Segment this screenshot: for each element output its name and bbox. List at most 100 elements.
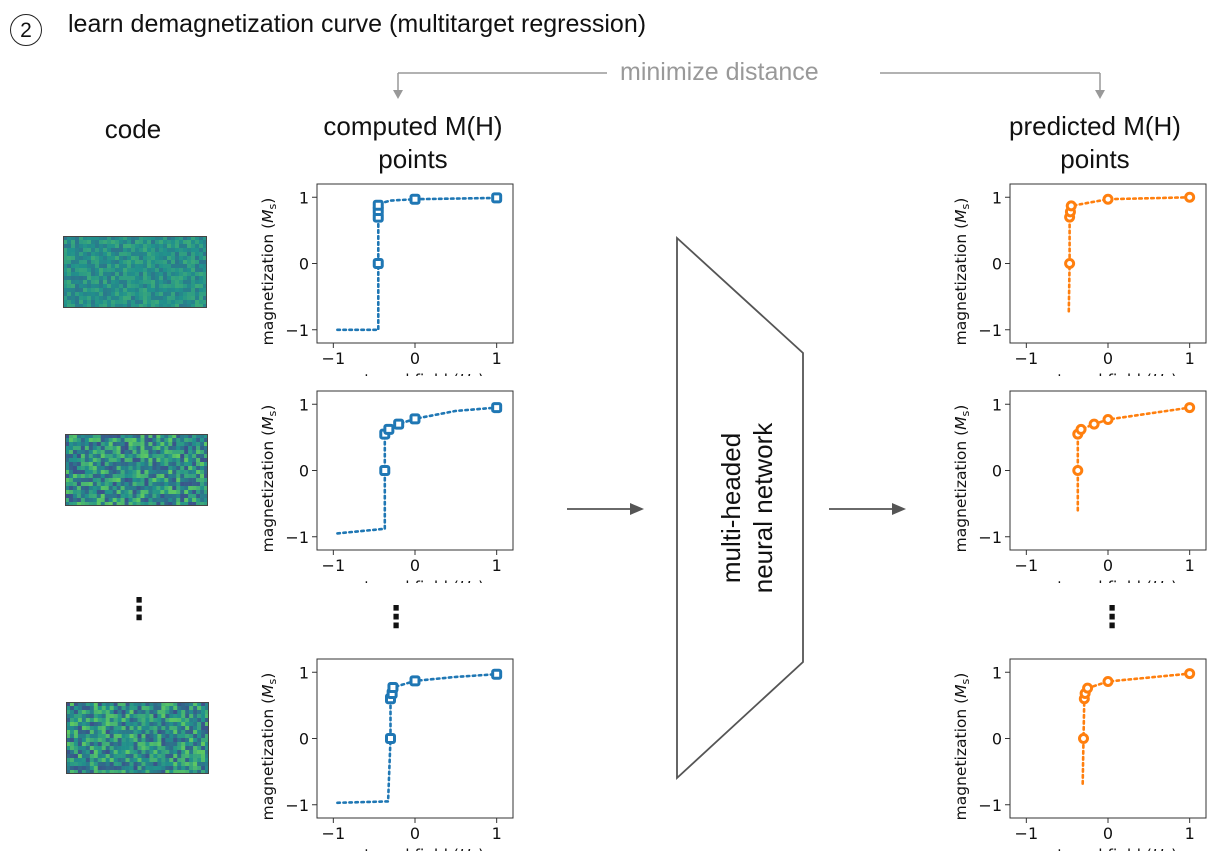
heatmap-cell xyxy=(173,702,178,707)
heatmap-cell xyxy=(141,742,146,747)
heatmap-cell xyxy=(140,486,145,491)
heatmap-cell xyxy=(131,268,136,273)
heatmap-cell xyxy=(111,240,116,245)
heatmap-cell xyxy=(125,734,130,739)
heatmap-cell xyxy=(168,470,173,475)
heatmap-cell xyxy=(147,252,152,257)
heatmap-cell xyxy=(131,252,136,257)
heatmap-cell xyxy=(123,300,128,305)
heatmap-cell xyxy=(129,758,134,763)
heatmap-cell xyxy=(93,722,99,727)
heatmap-cell xyxy=(81,730,87,735)
heatmap-cell xyxy=(125,710,130,715)
heatmap-cell xyxy=(75,268,80,273)
heatmap-cell xyxy=(77,714,83,719)
heatmap-cell xyxy=(105,738,110,743)
heatmap-cell xyxy=(133,742,138,747)
heatmap-cell xyxy=(101,730,107,735)
heatmap-cell xyxy=(128,450,133,455)
heatmap-cell xyxy=(167,292,172,297)
heatmap-cell xyxy=(201,710,206,715)
heatmap-cell xyxy=(91,304,96,308)
heatmap-cell xyxy=(196,498,201,503)
heatmap-cell xyxy=(99,288,104,293)
heatmap-cell xyxy=(196,462,201,467)
heatmap-cell xyxy=(71,292,76,297)
heatmap-cell xyxy=(104,502,109,506)
heatmap-cell xyxy=(131,288,136,293)
heatmap-cell xyxy=(125,714,130,719)
heatmap-cell xyxy=(195,264,200,269)
heatmap-cell xyxy=(128,454,133,459)
heatmap-cell xyxy=(128,458,133,463)
heatmap-cell xyxy=(95,256,100,261)
heatmap-cell xyxy=(132,434,137,439)
heatmap-cell xyxy=(205,770,209,774)
heatmap-cell xyxy=(111,300,116,305)
data-point xyxy=(1102,413,1114,425)
heatmap-cell xyxy=(123,248,128,253)
heatmap-cell xyxy=(193,706,198,711)
heatmap-cell xyxy=(76,446,82,451)
x-tick-label: −1 xyxy=(322,349,346,368)
heatmap-cell xyxy=(144,482,149,487)
heatmap-cell xyxy=(201,746,206,751)
x-axis-label: external field (HA) xyxy=(346,846,484,851)
heatmap-cell xyxy=(177,742,182,747)
heatmap-cell xyxy=(168,446,173,451)
heatmap-cell xyxy=(73,726,79,731)
heatmap-cell xyxy=(204,450,208,455)
heatmap-cell xyxy=(123,304,128,308)
heatmap-cell xyxy=(124,502,129,506)
heatmap-cell xyxy=(145,758,150,763)
heatmap-cell xyxy=(144,490,149,495)
heatmap-cell xyxy=(120,494,125,499)
heatmap-cell xyxy=(143,244,148,249)
heatmap-cell xyxy=(161,718,166,723)
y-tick-label: 0 xyxy=(992,730,1002,749)
heatmap-cell xyxy=(115,288,120,293)
heatmap-cell xyxy=(75,244,80,249)
heatmap-cell xyxy=(204,474,208,479)
x-tick-label: 1 xyxy=(492,824,502,843)
heatmap-cell xyxy=(171,284,176,289)
heatmap-cell xyxy=(119,256,124,261)
heatmap-cell xyxy=(85,726,91,731)
heatmap-cell xyxy=(169,706,174,711)
heatmap-cell xyxy=(201,706,206,711)
heatmap-cell xyxy=(145,762,150,767)
heatmap-cell xyxy=(155,280,160,285)
heatmap-cell xyxy=(113,702,118,707)
heatmap-cell xyxy=(155,256,160,261)
heatmap-cell xyxy=(184,490,189,495)
heatmap-cell xyxy=(163,248,168,253)
heatmap-cell xyxy=(160,486,165,491)
heatmap-cell xyxy=(169,710,174,715)
heatmap-cell xyxy=(192,458,197,463)
heatmap-cell xyxy=(180,462,185,467)
heatmap-cell xyxy=(153,758,158,763)
heatmap-cell xyxy=(131,304,136,308)
heatmap-cell xyxy=(203,244,207,249)
heatmap-cell xyxy=(69,714,75,719)
heatmap-cell xyxy=(121,710,126,715)
heatmap-cell xyxy=(173,758,178,763)
data-point xyxy=(393,418,405,430)
heatmap-cell xyxy=(71,280,76,285)
heatmap-cell xyxy=(205,710,209,715)
heatmap-cell xyxy=(88,434,94,439)
heatmap-cell xyxy=(181,714,186,719)
heatmap-cell xyxy=(200,442,205,447)
heatmap-cell xyxy=(143,252,148,257)
heatmap-cell xyxy=(107,280,112,285)
heatmap-cell xyxy=(131,256,136,261)
heatmap-cell xyxy=(125,762,130,767)
heatmap-cell xyxy=(108,478,113,483)
series-line xyxy=(336,672,498,805)
heatmap-cell xyxy=(104,474,109,479)
heatmap-cell xyxy=(205,746,209,751)
heatmap-cell xyxy=(85,750,91,755)
heatmap-cell xyxy=(200,454,205,459)
heatmap-cell xyxy=(180,466,185,471)
heatmap-cell xyxy=(196,434,201,439)
